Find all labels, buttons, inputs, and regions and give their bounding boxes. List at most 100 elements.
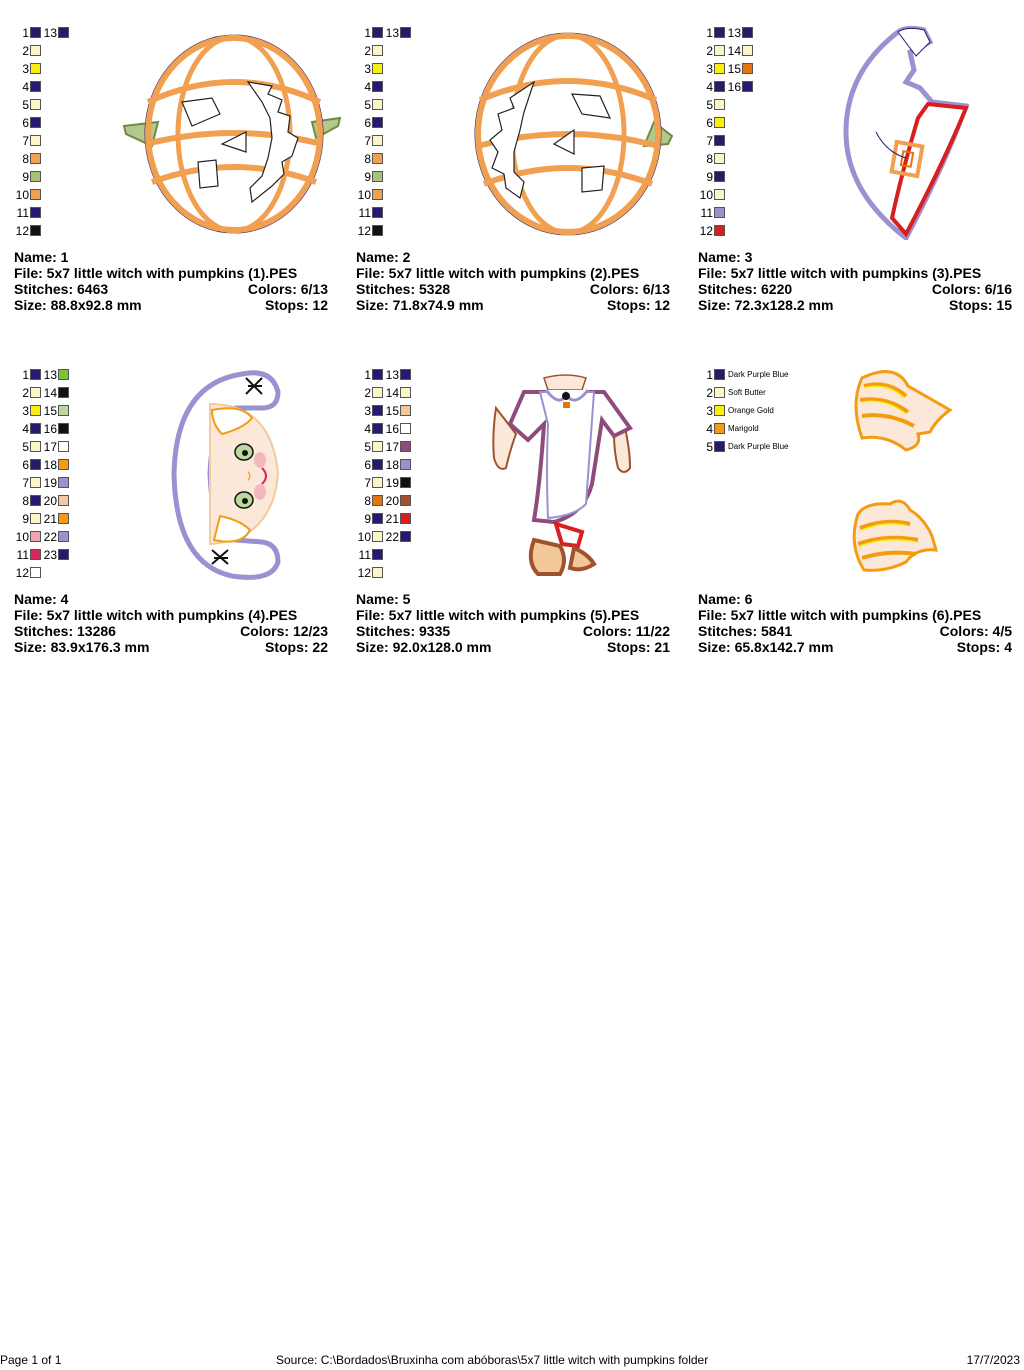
color-swatch <box>742 81 753 92</box>
design-stops: Stops: 22 <box>264 639 328 655</box>
palette-number: 10 <box>357 188 371 202</box>
color-swatch <box>372 477 383 488</box>
color-swatch <box>372 423 383 434</box>
color-swatch <box>714 27 725 38</box>
palette-number: 2 <box>22 386 29 400</box>
palette-number: 12 <box>357 566 371 580</box>
color-name: Marigold <box>728 424 759 433</box>
design-stops: Stops: 12 <box>264 297 328 313</box>
color-swatch <box>714 387 725 398</box>
design-size: Size: 72.3x128.2 mm <box>698 297 834 313</box>
palette-number: 11 <box>358 206 371 220</box>
color-swatch <box>30 45 41 56</box>
color-name: Dark Purple Blue <box>728 370 789 379</box>
color-swatch <box>58 531 69 542</box>
palette-number: 10 <box>357 530 371 544</box>
palette-number: 3 <box>22 62 29 76</box>
palette-number: 9 <box>364 170 371 184</box>
palette-number: 9 <box>22 170 29 184</box>
palette-number: 3 <box>22 404 29 418</box>
color-swatch <box>372 369 383 380</box>
witch-hat-icon <box>843 25 970 240</box>
color-name: Soft Butter <box>728 388 766 397</box>
palette-number: 8 <box>22 494 29 508</box>
color-swatch <box>400 405 411 416</box>
color-swatch <box>400 477 411 488</box>
design-file: File: 5x7 little witch with pumpkins (2)… <box>356 265 640 281</box>
color-name: Dark Purple Blue <box>728 442 789 451</box>
design-size: Size: 83.9x176.3 mm <box>14 639 150 655</box>
color-swatch <box>714 171 725 182</box>
color-swatch <box>30 99 41 110</box>
palette-number: 7 <box>706 134 713 148</box>
design-stitches: Stitches: 6220 <box>698 281 793 297</box>
design-info: Name: 1 File: 5x7 little witch with pump… <box>14 249 328 313</box>
palette-number: 12 <box>699 224 713 238</box>
palette-number: 18 <box>385 458 399 472</box>
palette-number: 3 <box>706 404 713 418</box>
palette-number: 16 <box>385 422 399 436</box>
color-swatch <box>58 387 69 398</box>
color-swatch <box>58 27 69 38</box>
palette-number: 6 <box>706 116 713 130</box>
design-stops: Stops: 4 <box>956 639 1012 655</box>
palette-number: 17 <box>43 440 57 454</box>
design-size: Size: 92.0x128.0 mm <box>356 639 492 655</box>
palette-number: 7 <box>22 476 29 490</box>
design-file: File: 5x7 little witch with pumpkins (5)… <box>356 607 640 623</box>
design-info: Name: 4 File: 5x7 little witch with pump… <box>14 591 328 655</box>
palette-number: 5 <box>364 440 371 454</box>
color-swatch <box>58 423 69 434</box>
palette-number: 1 <box>706 368 713 382</box>
palette-number: 11 <box>358 548 371 562</box>
color-swatch <box>372 27 383 38</box>
design-info: Name: 2 File: 5x7 little witch with pump… <box>356 249 670 313</box>
palette-number: 14 <box>385 386 399 400</box>
palette-number: 10 <box>15 530 29 544</box>
palette-number: 5 <box>706 98 713 112</box>
color-swatch <box>30 567 41 578</box>
palette-number: 22 <box>385 530 399 544</box>
palette-number: 12 <box>357 224 371 238</box>
color-swatch <box>30 135 41 146</box>
palette-number: 11 <box>700 206 713 220</box>
design-colors: Colors: 12/23 <box>240 623 328 639</box>
color-swatch <box>742 45 753 56</box>
palette-number: 8 <box>706 152 713 166</box>
design-file: File: 5x7 little witch with pumpkins (4)… <box>14 607 298 623</box>
color-swatch <box>372 189 383 200</box>
design-file: File: 5x7 little witch with pumpkins (1)… <box>14 265 298 281</box>
color-swatch <box>372 459 383 470</box>
color-swatch <box>714 225 725 236</box>
palette-number: 13 <box>727 26 741 40</box>
palette-number: 10 <box>15 188 29 202</box>
design-name: Name: 6 <box>698 591 753 607</box>
color-swatch <box>30 405 41 416</box>
palette-number: 4 <box>706 422 713 436</box>
design-info: Name: 5 File: 5x7 little witch with pump… <box>356 591 670 655</box>
footer-source-path: Source: C:\Bordados\Bruxinha com abóbora… <box>276 1353 709 1367</box>
design-info: Name: 3 File: 5x7 little witch with pump… <box>698 249 1012 313</box>
palette-number: 19 <box>43 476 57 490</box>
palette-number: 9 <box>22 512 29 526</box>
palette-number: 21 <box>385 512 399 526</box>
color-swatch <box>714 117 725 128</box>
palette-number: 2 <box>364 44 371 58</box>
color-swatch <box>400 441 411 452</box>
color-name: Orange Gold <box>728 406 774 415</box>
design-name: Name: 5 <box>356 591 411 607</box>
palette-number: 15 <box>727 62 741 76</box>
design-colors: Colors: 6/13 <box>247 281 328 297</box>
palette-number: 6 <box>364 116 371 130</box>
color-swatch <box>372 171 383 182</box>
color-swatch <box>30 225 41 236</box>
palette-number: 7 <box>22 134 29 148</box>
color-swatch <box>714 153 725 164</box>
palette-number: 15 <box>385 404 399 418</box>
